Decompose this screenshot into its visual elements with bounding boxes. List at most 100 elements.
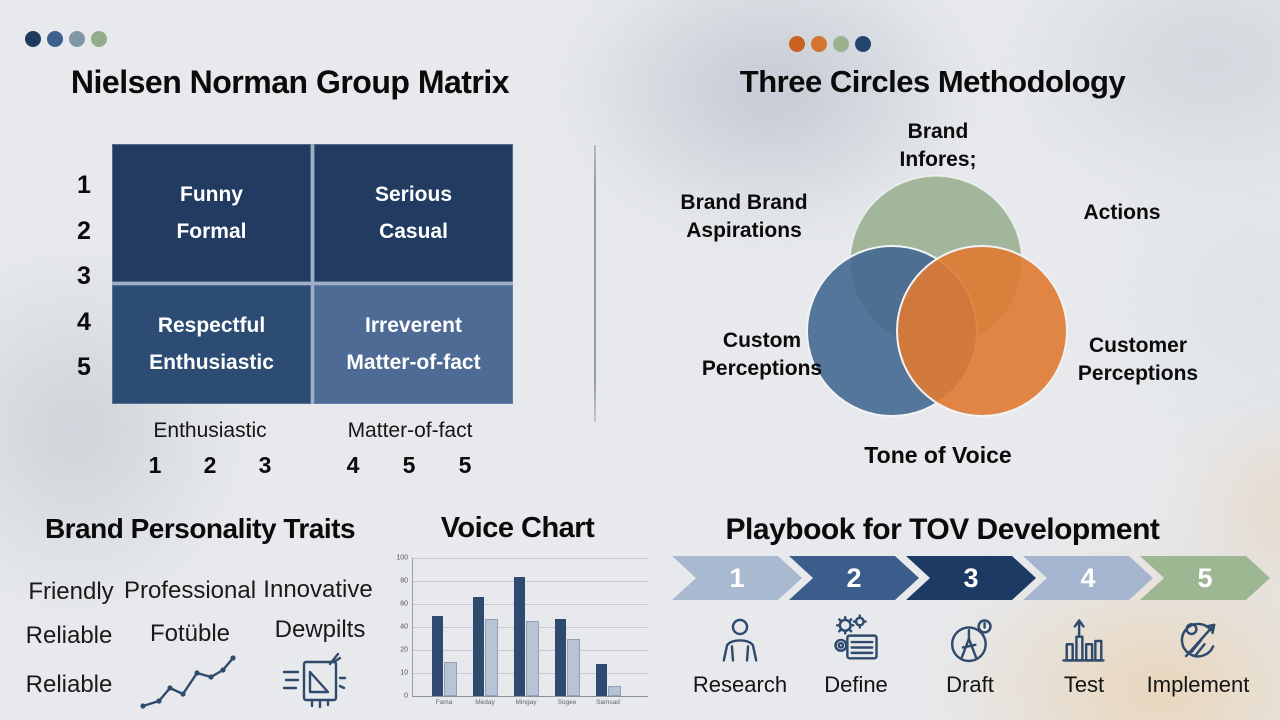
chart-category-label: Samsad bbox=[596, 699, 620, 706]
venn-label-brand: Brand Infores; bbox=[899, 118, 976, 174]
playbook-step-chevron: 5 bbox=[1140, 556, 1270, 600]
palette-dot bbox=[25, 31, 41, 47]
chart-category-label: Mingay bbox=[515, 699, 537, 706]
cell-word: Irreverent bbox=[365, 314, 462, 337]
playbook-step-number: 5 bbox=[1197, 562, 1213, 593]
matrix-axis-number: 1 bbox=[148, 452, 162, 478]
decorative-dots-right bbox=[789, 36, 871, 52]
chart-bar bbox=[596, 664, 607, 696]
decorative-dots-left bbox=[25, 31, 107, 47]
matrix-cell-respectful-enthusiastic: Respectful Enthusiastic bbox=[112, 285, 311, 404]
playbook-step-number: 4 bbox=[1080, 562, 1096, 593]
stage-label: Draft bbox=[946, 672, 994, 697]
playbook-step-number: 1 bbox=[729, 562, 745, 593]
palette-dot bbox=[855, 36, 871, 52]
playbook-step-chevron: 4 bbox=[1023, 556, 1153, 600]
bar-chart-arrow-icon bbox=[1062, 619, 1105, 662]
stage-label: Implement bbox=[1146, 672, 1250, 697]
background-photo-blur bbox=[1100, 140, 1280, 460]
trait-word: Friendly bbox=[28, 578, 114, 605]
venn-label-line: Custom bbox=[722, 329, 802, 352]
venn-label-brand-aspirations: Brand Brand Aspirations bbox=[680, 189, 807, 245]
chart-gridline bbox=[412, 558, 648, 559]
stage-research: Research bbox=[675, 614, 805, 698]
matrix-axis-label-right: Matter-of-fact bbox=[347, 419, 473, 442]
gears-document-icon bbox=[834, 614, 878, 660]
venn-label-custom-perceptions: Custom Perceptions bbox=[702, 327, 822, 383]
chart-gridline bbox=[412, 581, 648, 582]
chart-bar bbox=[473, 597, 484, 696]
chart-ytick-label: 100 bbox=[396, 554, 408, 562]
venn-label-line: Perceptions bbox=[1077, 362, 1199, 385]
venn-label-line: Infores; bbox=[899, 148, 977, 171]
venn-diagram bbox=[806, 175, 1068, 417]
chart-ytick-label: 0 bbox=[404, 692, 408, 700]
stage-draft: Draft bbox=[905, 614, 1035, 698]
cell-word: Matter-of-fact bbox=[346, 351, 481, 374]
matrix-axis-number: 3 bbox=[258, 452, 272, 478]
venn-section-title: Three Circles Methodology bbox=[739, 64, 1126, 99]
cell-word: Enthusiastic bbox=[149, 351, 274, 374]
venn-label-line: Brand Brand bbox=[680, 191, 808, 214]
section-divider-line bbox=[594, 145, 596, 422]
stage-label: Research bbox=[692, 672, 788, 697]
palette-dot bbox=[833, 36, 849, 52]
stage-label: Test bbox=[1063, 672, 1105, 697]
cell-word: Formal bbox=[176, 219, 247, 243]
matrix-axis-number: 4 bbox=[346, 452, 360, 478]
venn-circle-actions bbox=[896, 245, 1068, 417]
venn-label-line: Tone of Voice bbox=[864, 442, 1012, 468]
trend-line-sketch-icon bbox=[140, 655, 236, 709]
palette-dot bbox=[47, 31, 63, 47]
chart-ytick-label: 20 bbox=[400, 646, 408, 654]
venn-label-line: Perceptions bbox=[701, 357, 823, 380]
matrix-scale-number: 2 bbox=[77, 216, 91, 245]
venn-label-line: Aspirations bbox=[686, 219, 802, 242]
stage-label: Define bbox=[824, 672, 888, 697]
chart-bar bbox=[485, 619, 498, 696]
venn-label-tone-of-voice: Tone of Voice bbox=[864, 441, 1011, 469]
matrix-scale-number: 5 bbox=[77, 353, 91, 381]
trait-word: Professional bbox=[123, 577, 257, 604]
trait-word: Dewpilts bbox=[274, 616, 366, 643]
palette-dot bbox=[789, 36, 805, 52]
matrix-cell-serious-casual: Serious Casual bbox=[314, 144, 513, 282]
matrix-scale-number: 1 bbox=[77, 171, 91, 199]
playbook-step-chevron: 3 bbox=[906, 556, 1036, 600]
playbook-step-number: 3 bbox=[963, 562, 979, 593]
cell-word: Serious bbox=[374, 182, 453, 206]
voice-chart-title: Voice Chart bbox=[440, 512, 595, 544]
chart-bar bbox=[526, 621, 539, 696]
stage-test: Test bbox=[1019, 614, 1149, 698]
chart-ytick-label: 10 bbox=[400, 669, 408, 677]
venn-label-line: Actions bbox=[1083, 201, 1161, 224]
chart-bar bbox=[608, 686, 621, 696]
person-icon bbox=[722, 618, 758, 662]
palette-dot bbox=[91, 31, 107, 47]
pen-arrow-circle-icon bbox=[1180, 622, 1216, 658]
playbook-step-arrows: 1 2 3 4 5 bbox=[672, 556, 1280, 600]
compass-circle-icon bbox=[950, 619, 992, 663]
chart-bar bbox=[514, 577, 525, 696]
chart-bar bbox=[567, 639, 580, 696]
chart-ytick-label: 40 bbox=[400, 623, 408, 631]
playbook-step-number: 2 bbox=[846, 562, 862, 593]
chart-bar bbox=[555, 619, 566, 696]
blueprint-document-icon bbox=[282, 652, 347, 709]
traits-section-title: Brand Personality Traits bbox=[44, 513, 356, 544]
matrix-scale-number: 4 bbox=[77, 307, 91, 336]
palette-dot bbox=[69, 31, 85, 47]
matrix-cell-irreverent-matteroffact: Irreverent Matter-of-fact bbox=[314, 285, 513, 404]
tone-matrix: Funny Formal Serious Casual Respectful E… bbox=[112, 144, 513, 404]
chart-bar bbox=[432, 616, 443, 696]
chart-gridline bbox=[412, 604, 648, 605]
playbook-step-chevron: 1 bbox=[672, 556, 802, 600]
chart-category-label: Meday bbox=[475, 699, 495, 706]
chart-bar bbox=[444, 662, 457, 696]
chart-yaxis-line bbox=[412, 558, 413, 696]
matrix-axis-number: 5 bbox=[402, 452, 416, 478]
venn-label-actions: Actions bbox=[1083, 199, 1160, 227]
